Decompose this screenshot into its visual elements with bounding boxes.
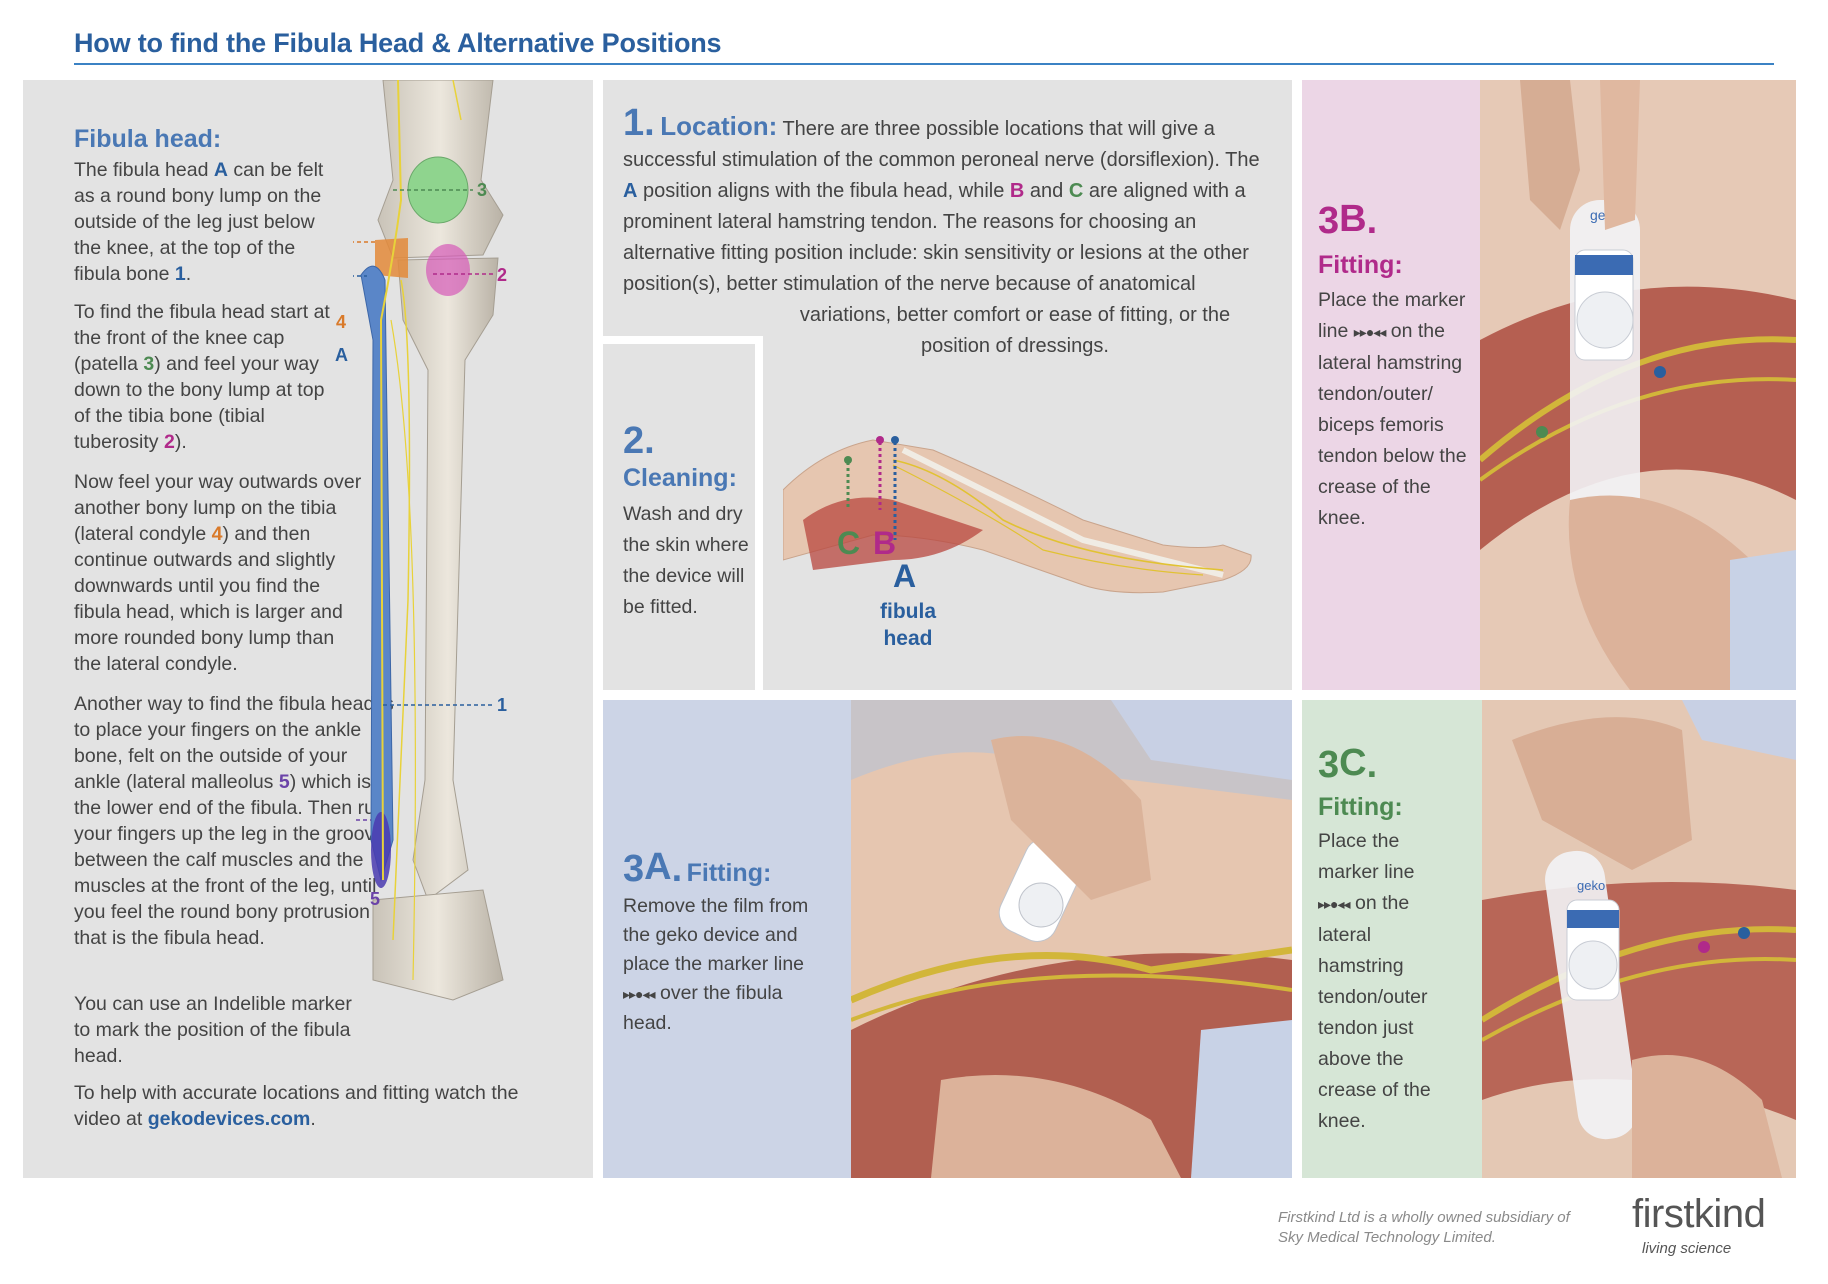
location-number: 1.: [623, 102, 655, 144]
logo-tagline: living science: [1642, 1240, 1732, 1257]
location-text-tail: variations, better comfort or ease of fi…: [799, 304, 1231, 357]
cleaning-panel: 2. Cleaning: Wash and dry the skin where…: [603, 336, 763, 690]
leg-side-illustration: [783, 436, 1252, 594]
fitting-3b-panel: 3B. Fitting: Place the marker line ▸▸●◂◂…: [1302, 80, 1796, 690]
location-label: Location:: [660, 111, 778, 141]
fibula-head-paragraph-2: To find the fibula head start at the fro…: [74, 301, 330, 453]
leg-label-1: 1: [497, 695, 507, 715]
gekodevices-link[interactable]: gekodevices.com: [147, 1108, 311, 1130]
marker-line-icon: ▸▸●◂◂: [1353, 324, 1387, 340]
fitting-3a-heading: 3A. Fitting:: [623, 846, 772, 890]
diagram-label-fibula-head: fibula head: [880, 600, 936, 650]
fibula-head-paragraph-1: The fibula head A can be felt as a round…: [74, 159, 324, 285]
title-divider: [74, 63, 1774, 65]
fitting-3a-panel: 3A. Fitting: Remove the film from the ge…: [603, 700, 1292, 1178]
diagram-label-a: A: [893, 558, 917, 594]
fibula-head-paragraph-3: Now feel your way outwards over another …: [74, 471, 362, 675]
fitting-3b-label: Fitting:: [1318, 251, 1403, 279]
firstkind-logo: firstkind: [1632, 1192, 1766, 1236]
fibula-head-paragraph-4: Another way to find the fibula head is t…: [74, 693, 394, 949]
fitting-3b-photo: geko: [1480, 80, 1796, 690]
fitting-3a-text: Remove the film from the geko device and…: [623, 895, 809, 1034]
fitting-3c-label: Fitting:: [1318, 793, 1403, 821]
geko-device-label: geko: [1577, 878, 1605, 893]
fibula-head-panel: Fibula head: The fibula head A can be fe…: [23, 80, 593, 1178]
leg-label-5: 5: [370, 889, 381, 909]
marker-line-icon: ▸▸●◂◂: [1318, 896, 1351, 912]
fitting-3c-panel: 3C. Fitting: Place the marker line ▸▸●◂◂…: [1302, 700, 1796, 1178]
cleaning-number: 2.: [623, 420, 655, 462]
fibula-head-heading: Fibula head:: [74, 125, 222, 153]
leg-label-2: 2: [497, 265, 507, 285]
leg-label-3: 3: [477, 180, 487, 200]
fitting-3a-photo: [851, 700, 1292, 1178]
page-title: How to find the Fibula Head & Alternativ…: [74, 28, 722, 58]
footer-note: Firstkind Ltd is a wholly owned subsidia…: [1278, 1209, 1570, 1246]
fibula-head-paragraph-5: You can use an Indelible marker to mark …: [74, 993, 352, 1067]
fitting-3b-heading: 3B.: [1318, 198, 1378, 242]
leg-label-a: A: [335, 345, 348, 365]
fitting-3a-label: Fitting:: [686, 859, 772, 887]
cleaning-label: Cleaning:: [623, 464, 737, 492]
fitting-3c-heading: 3C.: [1318, 742, 1378, 786]
fitting-3c-photo: geko: [1482, 700, 1796, 1178]
diagram-label-b: B: [873, 525, 897, 561]
leg-anatomy-illustration: 3 2 1: [353, 80, 507, 1001]
marker-line-icon: ▸▸●◂◂: [623, 986, 656, 1002]
location-text: 1. Location: There are three possible lo…: [623, 102, 1260, 295]
diagram-label-c: C: [837, 525, 861, 561]
cleaning-text: Wash and dry the skin where the device w…: [623, 503, 749, 618]
fibula-head-paragraph-6: To help with accurate locations and fitt…: [74, 1082, 519, 1130]
fitting-3c-text: Place the marker line ▸▸●◂◂ on the later…: [1318, 830, 1431, 1132]
fitting-3b-text: Place the marker line ▸▸●◂◂ on the later…: [1318, 289, 1467, 529]
leg-label-4: 4: [336, 312, 347, 332]
